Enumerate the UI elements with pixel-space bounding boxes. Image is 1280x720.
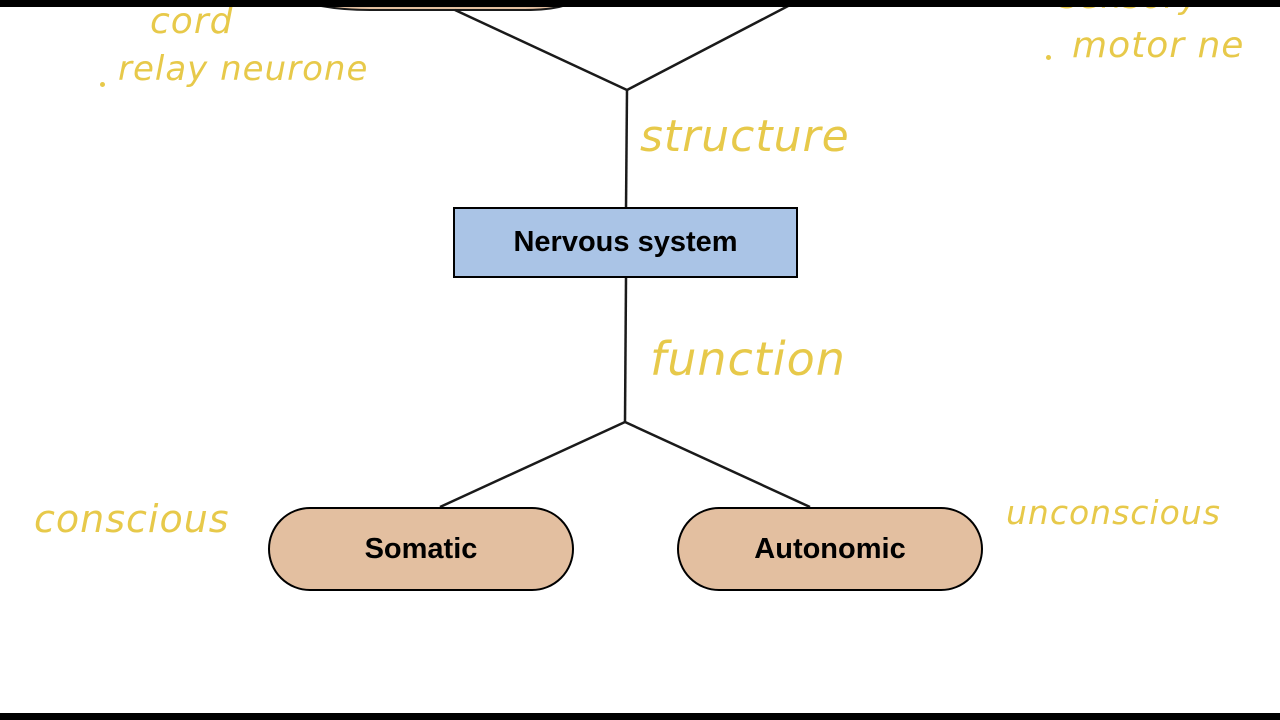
upper-left-branch xyxy=(454,8,628,92)
upper-stem xyxy=(624,89,629,210)
connector-lines xyxy=(321,7,811,509)
sensory-note: sensory xyxy=(1060,7,1200,17)
relay-neurone-note: relay neurone xyxy=(118,49,369,89)
nervous-system-node: Nervous system xyxy=(453,207,798,278)
diagram-canvas: Nervous system Somatic Autonomic cord re… xyxy=(0,7,1280,713)
conscious-note: conscious xyxy=(34,497,230,541)
unconscious-note: unconscious xyxy=(1006,493,1221,532)
nervous-system-label: Nervous system xyxy=(513,226,738,258)
somatic-label: Somatic xyxy=(364,532,478,565)
lower-right-branch xyxy=(624,420,811,509)
relay-neurone-bullet xyxy=(100,82,105,87)
upper-right-branch xyxy=(626,7,789,92)
top-node-edge xyxy=(321,7,563,11)
somatic-node: Somatic xyxy=(268,507,574,591)
motor-neurone-bullet xyxy=(1046,55,1051,60)
cord-note: cord xyxy=(150,7,234,42)
autonomic-node: Autonomic xyxy=(677,507,983,591)
lower-stem xyxy=(623,277,628,423)
motor-neurone-note: motor ne xyxy=(1072,25,1245,66)
function-note: function xyxy=(650,332,846,386)
structure-note: structure xyxy=(640,111,850,162)
lower-left-branch xyxy=(439,420,626,509)
autonomic-label: Autonomic xyxy=(754,532,906,565)
